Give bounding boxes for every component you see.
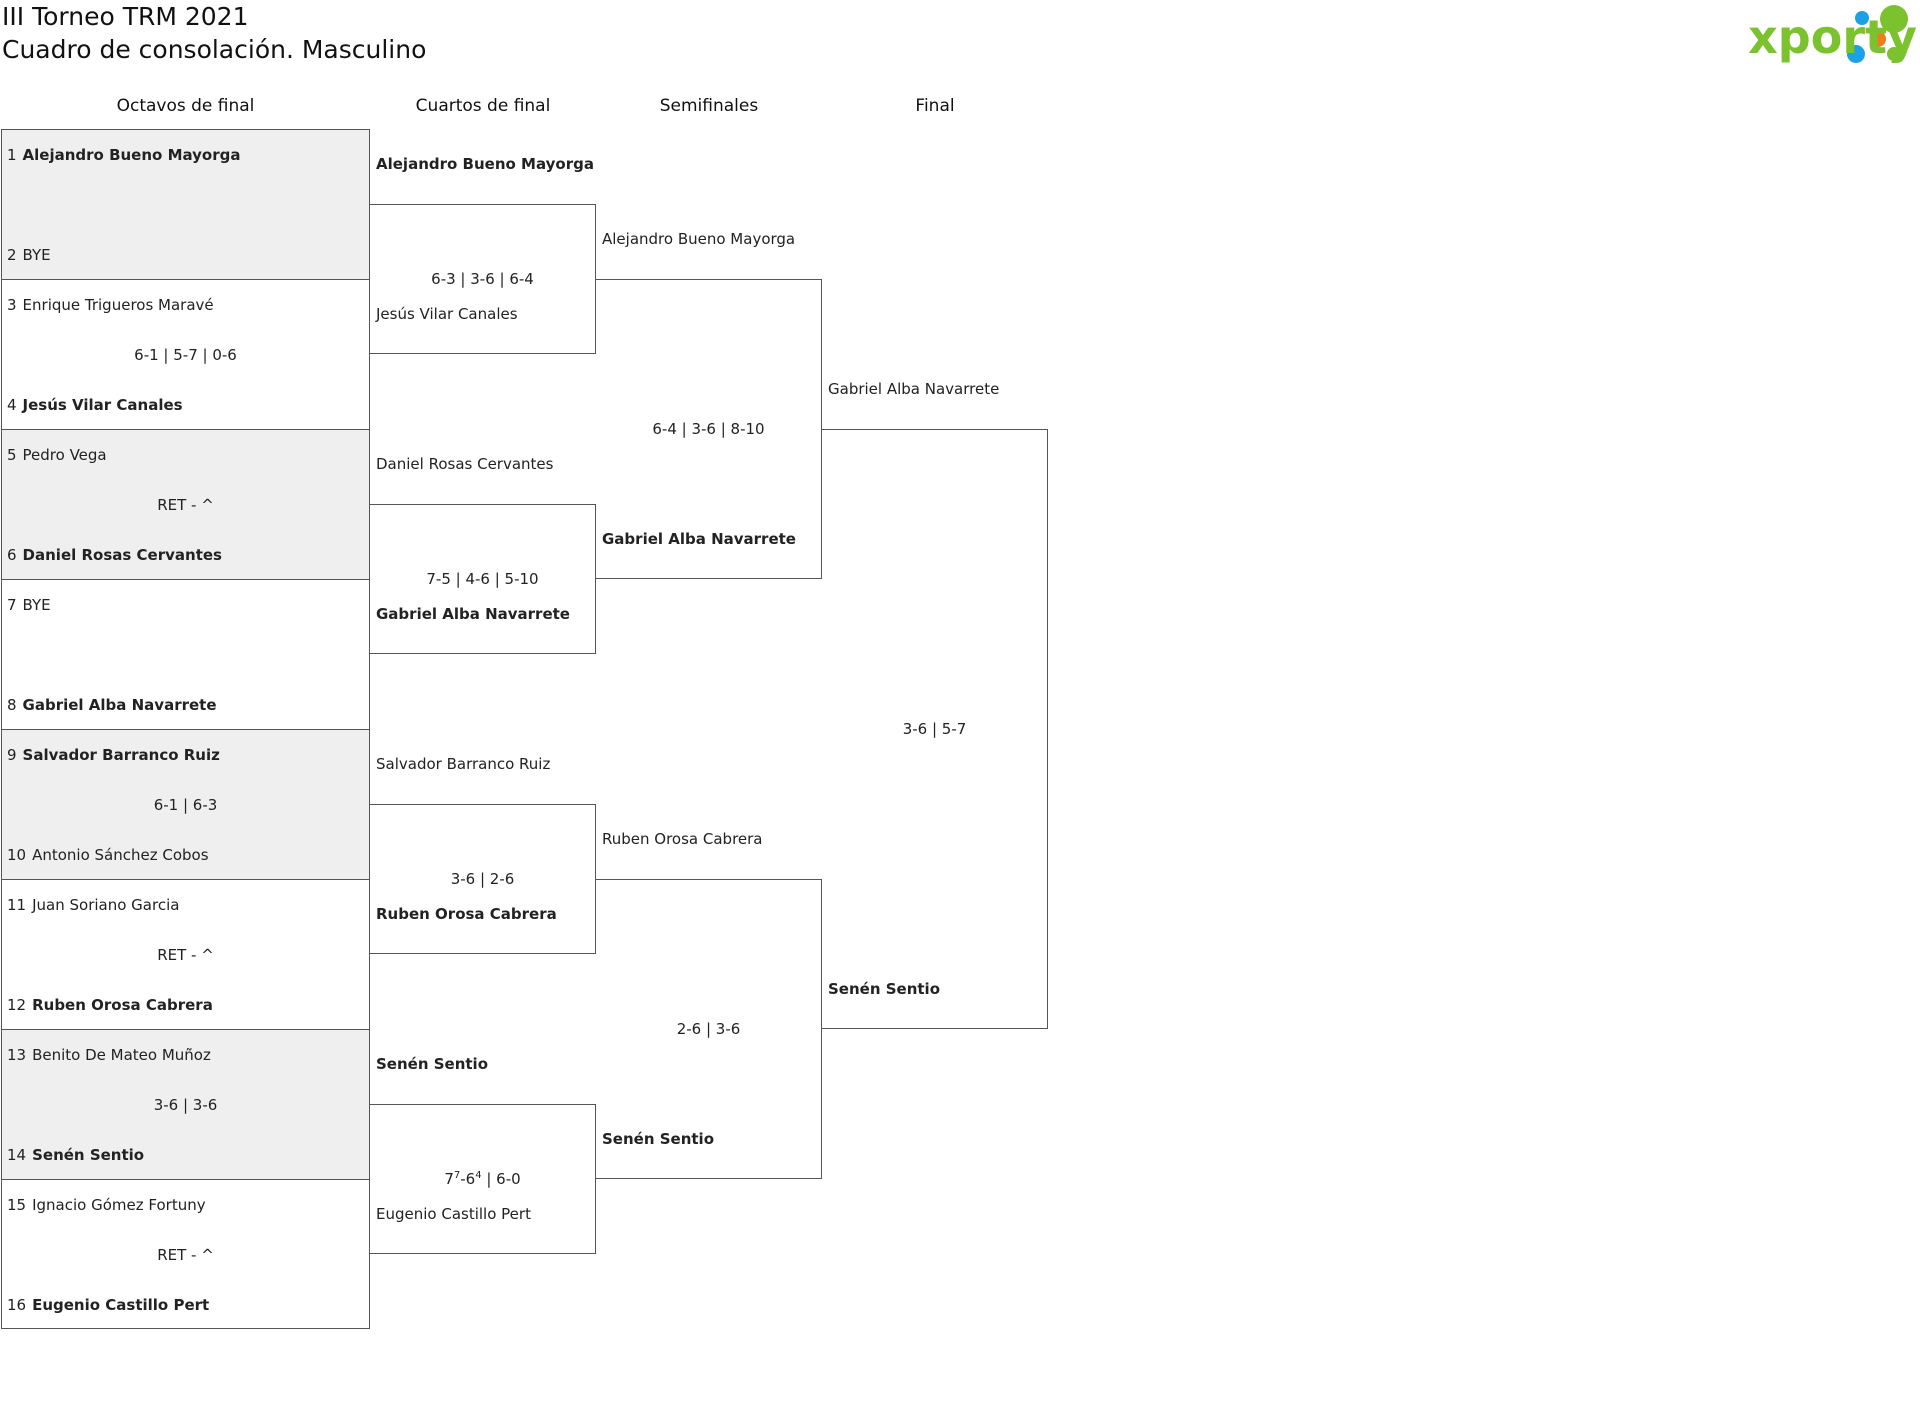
qf-match-2: 7-5 | 4-6 | 5-10 <box>370 504 596 654</box>
final-player[interactable]: Senén Sentio <box>828 980 941 998</box>
qf-score: 6-3 | 3-6 | 6-4 <box>431 270 534 288</box>
qf-player[interactable]: Salvador Barranco Ruiz <box>376 755 551 773</box>
sf-match-2: 2-6 | 3-6 <box>596 879 822 1179</box>
sf-score: 2-6 | 3-6 <box>676 1020 741 1038</box>
qf-player[interactable]: Daniel Rosas Cervantes <box>376 455 554 473</box>
r16-score: 6-1 | 6-3 <box>153 796 218 814</box>
qf-match-3: 3-6 | 2-6 <box>370 804 596 954</box>
qf-score: 3-6 | 2-6 <box>450 870 515 888</box>
qf-player[interactable]: Jesús Vilar Canales <box>376 305 518 323</box>
xporty-logo-icon: xporty <box>1748 5 1917 64</box>
final-match: 3-6 | 5-7 <box>822 429 1048 1029</box>
qf-player[interactable]: Senén Sentio <box>376 1055 489 1073</box>
final-player[interactable]: Gabriel Alba Navarrete <box>828 380 1000 398</box>
qf-match-1: 6-3 | 3-6 | 6-4 <box>370 204 596 354</box>
round-header-final: Final <box>915 96 955 116</box>
draw-subtitle: Cuadro de consolación. Masculino <box>2 35 427 64</box>
sf-player[interactable]: Ruben Orosa Cabrera <box>602 830 763 848</box>
xporty-logo[interactable]: xporty <box>1680 0 1920 79</box>
sf-player[interactable]: Alejandro Bueno Mayorga <box>602 230 796 248</box>
r16-score: RET - ^ <box>157 946 214 964</box>
round-header-cuartos: Cuartos de final <box>415 96 551 116</box>
qf-match-4: 77-64 | 6-0 <box>370 1104 596 1254</box>
final-score: 3-6 | 5-7 <box>902 720 967 738</box>
logo-text: xporty <box>1748 10 1917 64</box>
qf-score: 7-5 | 4-6 | 5-10 <box>426 570 539 588</box>
r16-score: RET - ^ <box>157 496 214 514</box>
qf-player[interactable]: Ruben Orosa Cabrera <box>376 905 557 923</box>
sf-player[interactable]: Senén Sentio <box>602 1130 715 1148</box>
qf-score: 77-64 | 6-0 <box>444 1170 521 1188</box>
round-header-octavos: Octavos de final <box>116 96 255 116</box>
r16-score: 3-6 | 3-6 <box>153 1096 218 1114</box>
tournament-title: III Torneo TRM 2021 <box>2 2 249 31</box>
round-header-semifinales: Semifinales <box>659 96 759 116</box>
sf-match-1: 6-4 | 3-6 | 8-10 <box>596 279 822 579</box>
r16-score: RET - ^ <box>157 1246 214 1264</box>
sf-score: 6-4 | 3-6 | 8-10 <box>652 420 765 438</box>
r16-score: 6-1 | 5-7 | 0-6 <box>134 346 237 364</box>
qf-player[interactable]: Alejandro Bueno Mayorga <box>376 155 594 173</box>
qf-player[interactable]: Eugenio Castillo Pert <box>376 1205 531 1223</box>
qf-player[interactable]: Gabriel Alba Navarrete <box>376 605 570 623</box>
sf-player[interactable]: Gabriel Alba Navarrete <box>602 530 796 548</box>
